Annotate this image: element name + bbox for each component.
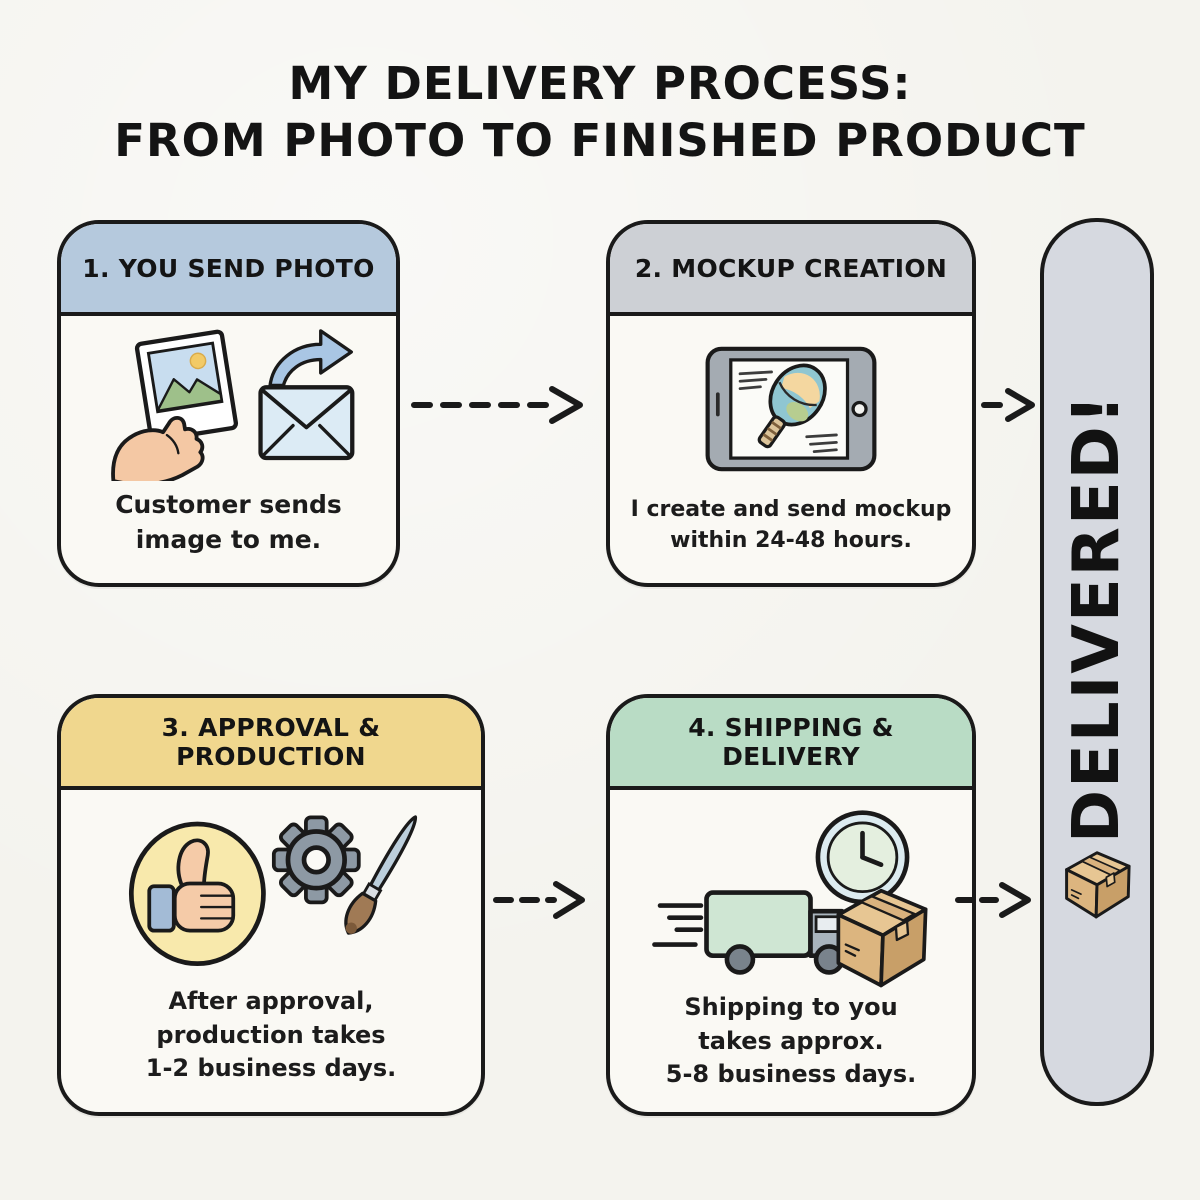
title-line-2: FROM PHOTO TO FINISHED PRODUCT [114, 113, 1086, 167]
flow-arrow-step3-step4 [493, 881, 585, 919]
step-card-3: 3. APPROVAL & PRODUCTION [57, 694, 485, 1116]
step-2-caption-line-1: I create and send mockup [630, 497, 952, 523]
step-4-icons [610, 790, 972, 991]
step-1-caption: Customer sends image to me. [61, 487, 396, 583]
step-card-2: 2. MOCKUP CREATION [606, 220, 976, 587]
step-4-caption-line-2: takes approx. [698, 1026, 884, 1055]
flow-arrow-step2-delivered [981, 388, 1035, 422]
delivered-label: DELIVERED! [1060, 393, 1134, 843]
step-1-caption-line-2: image to me. [135, 525, 322, 554]
paintbrush-icon [344, 814, 418, 935]
pickleball-paddle-art [757, 363, 827, 448]
delivered-banner: DELIVERED! [1040, 218, 1154, 1106]
flow-arrow-step1-step2 [411, 386, 583, 424]
step-1-header: 1. YOU SEND PHOTO [61, 224, 396, 316]
step-2-caption-line-2: within 24-48 hours. [670, 528, 912, 554]
title-line-1: MY DELIVERY PROCESS: [288, 57, 912, 110]
delivery-truck-icon [652, 890, 862, 975]
step-card-4: 4. SHIPPING & DELIVERY [606, 694, 976, 1116]
step-1-caption-line-1: Customer sends [115, 490, 342, 519]
step-2-icons [610, 316, 972, 495]
package-box-icon [1065, 851, 1131, 919]
step-4-caption-line-1: Shipping to you [684, 993, 898, 1021]
step-3-caption-line-2: production takes [156, 1020, 386, 1049]
page-title: MY DELIVERY PROCESS: FROM PHOTO TO FINIS… [0, 56, 1200, 169]
thumbs-up-icon [128, 821, 266, 966]
step-3-header: 3. APPROVAL & PRODUCTION [61, 698, 481, 790]
package-box-icon [836, 888, 928, 988]
step-3-caption-line-3: 1-2 business days. [145, 1054, 397, 1083]
step-4-caption-line-3: 5-8 business days. [665, 1060, 917, 1089]
step-4-header-label: 4. SHIPPING & DELIVERY [688, 713, 894, 771]
step-2-caption: I create and send mockup within 24-48 ho… [610, 495, 972, 583]
photo-in-hand-and-send-email-icons [110, 329, 354, 481]
approval-production-icons [128, 814, 418, 966]
gear-icon [271, 815, 361, 904]
step-4-header: 4. SHIPPING & DELIVERY [610, 698, 972, 790]
step-3-caption-line-1: After approval, [168, 987, 374, 1016]
step-4-caption: Shipping to you takes approx. 5-8 busine… [610, 991, 972, 1118]
tablet-mockup-icon [705, 346, 877, 471]
photo-in-hand-icon [134, 329, 238, 443]
step-2-header-label: 2. MOCKUP CREATION [634, 253, 948, 283]
step-3-header-label: 3. APPROVAL & PRODUCTION [161, 713, 381, 771]
shipping-delivery-icons [652, 810, 928, 988]
flow-arrow-step4-delivered [955, 882, 1031, 918]
step-2-header: 2. MOCKUP CREATION [610, 224, 972, 316]
send-email-icon [257, 329, 354, 461]
step-3-icons [61, 790, 481, 985]
step-1-icons [61, 316, 396, 487]
step-3-caption: After approval, production takes 1-2 bus… [61, 985, 481, 1112]
clock-icon [815, 810, 910, 905]
step-card-1: 1. YOU SEND PHOTO [57, 220, 400, 587]
step-1-header-label: 1. YOU SEND PHOTO [82, 253, 375, 283]
